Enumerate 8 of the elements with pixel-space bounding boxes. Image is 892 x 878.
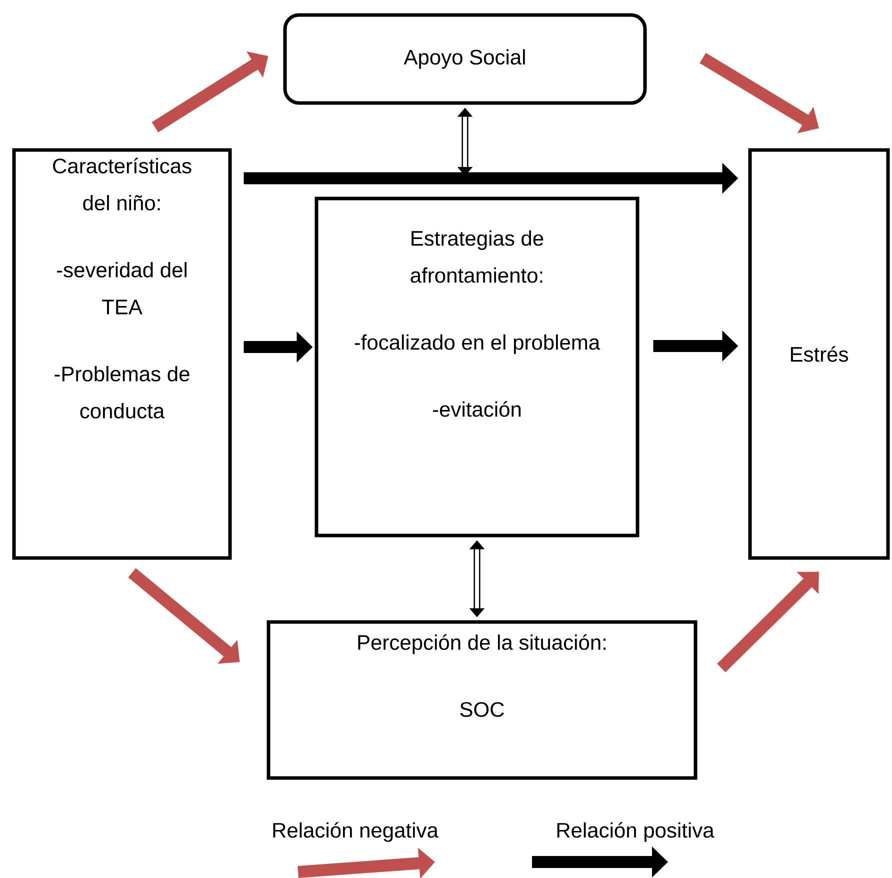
legend-label: Relación positiva bbox=[557, 822, 714, 842]
process-box: Estrategias de afrontamiento: -focalizado en el problema -evitación bbox=[314, 196, 640, 538]
process-box: Percepción de la situación: SOC bbox=[266, 620, 698, 780]
legend-label: Relación negativa bbox=[273, 822, 438, 842]
process-box: Apoyo Social bbox=[283, 13, 647, 105]
process-box: Estrés bbox=[748, 148, 890, 560]
process-box: Características del niño: -severidad del TEA -Problemas de conducta bbox=[12, 148, 232, 560]
block-arrow bbox=[717, 572, 819, 672]
